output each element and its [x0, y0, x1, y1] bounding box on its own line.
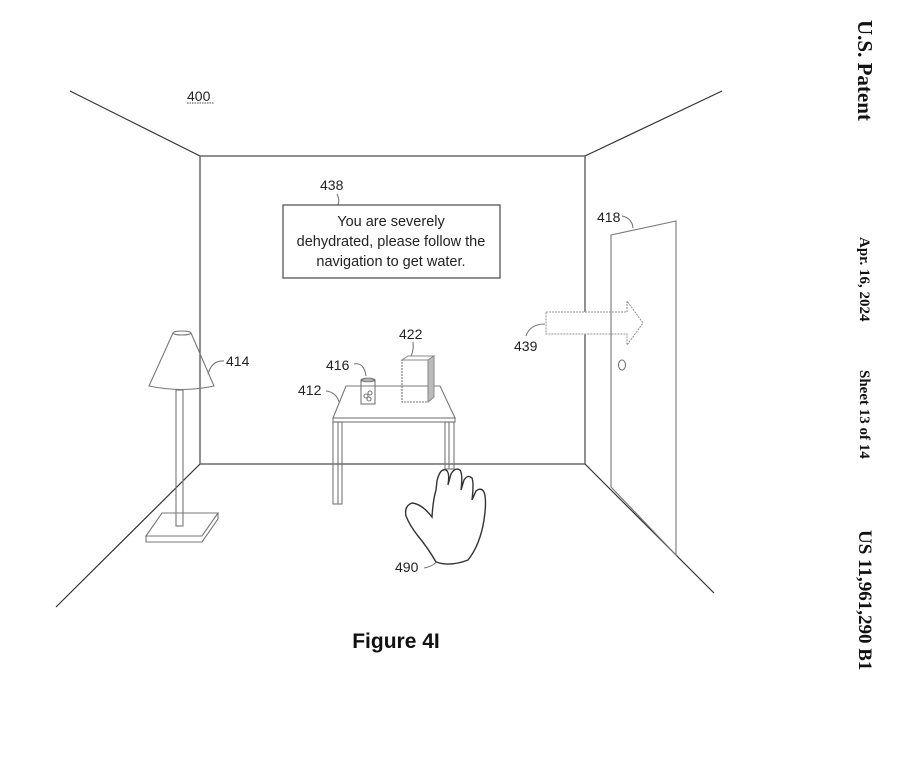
box-label: 422 [399, 326, 423, 342]
ice-cube-1 [363, 393, 369, 399]
lamp-shade [148, 332, 215, 391]
message-box-frame [282, 204, 501, 279]
box: 422 [399, 326, 436, 404]
lamp-base-top [144, 512, 220, 537]
cup-label: 416 [326, 357, 350, 373]
floor-right-edge [584, 463, 715, 594]
cup-rim [360, 377, 376, 383]
patent-sheet: Sheet 13 of 14 [856, 370, 872, 459]
patent-publication-label: U.S. Patent [853, 20, 877, 121]
lamp-label: 414 [226, 353, 250, 369]
figure-ref-numeral: 400 [187, 88, 211, 104]
table-leader [325, 390, 340, 403]
lamp-base-side [145, 513, 219, 543]
patent-date: Apr. 16, 2024 [856, 237, 872, 322]
message-box: 438 You are severely dehydrated, please … [282, 177, 501, 279]
box-side [427, 355, 435, 404]
door-label: 418 [597, 209, 621, 225]
message-line-1: You are severely [337, 214, 445, 230]
hand-leader [423, 560, 438, 569]
message-box-label: 438 [320, 177, 344, 193]
cup-leader [353, 363, 367, 377]
hand-label: 490 [395, 559, 419, 575]
cup-body [360, 379, 376, 405]
table-top [332, 385, 456, 419]
table: 412 [298, 382, 456, 505]
hand-outline [404, 468, 487, 565]
box-front [401, 359, 429, 403]
door-leader [621, 215, 634, 229]
arrow-leader [525, 323, 546, 337]
box-leader [410, 341, 414, 357]
figure-caption: Figure 4I [352, 630, 440, 653]
door-panel [610, 220, 677, 557]
ice-cube-3 [366, 396, 372, 402]
message-box-leader [336, 193, 340, 206]
ceiling-right-edge [584, 90, 723, 157]
lamp-shade-top [172, 330, 192, 336]
message-line-3: navigation to get water. [316, 254, 465, 270]
arrow-label: 439 [514, 338, 538, 354]
message-line-2: dehydrated, please follow the [297, 234, 486, 250]
table-label: 412 [298, 382, 322, 398]
patent-number: US 11,961,290 B1 [854, 530, 875, 671]
table-edge [332, 417, 456, 423]
navigation-arrow: 439 [514, 299, 644, 354]
ice-cube-2 [367, 390, 373, 396]
arrow-shape [545, 299, 644, 347]
back-wall [199, 155, 586, 465]
room [55, 90, 723, 608]
ceiling-left-edge [69, 90, 201, 157]
water-cup: 416 [326, 357, 376, 405]
lamp-pole [175, 389, 184, 527]
floor-lamp: 414 [144, 330, 250, 543]
hand: 490 [395, 468, 487, 575]
door: 418 [597, 209, 677, 557]
lamp-leader [207, 360, 225, 375]
door-knob [617, 359, 627, 371]
